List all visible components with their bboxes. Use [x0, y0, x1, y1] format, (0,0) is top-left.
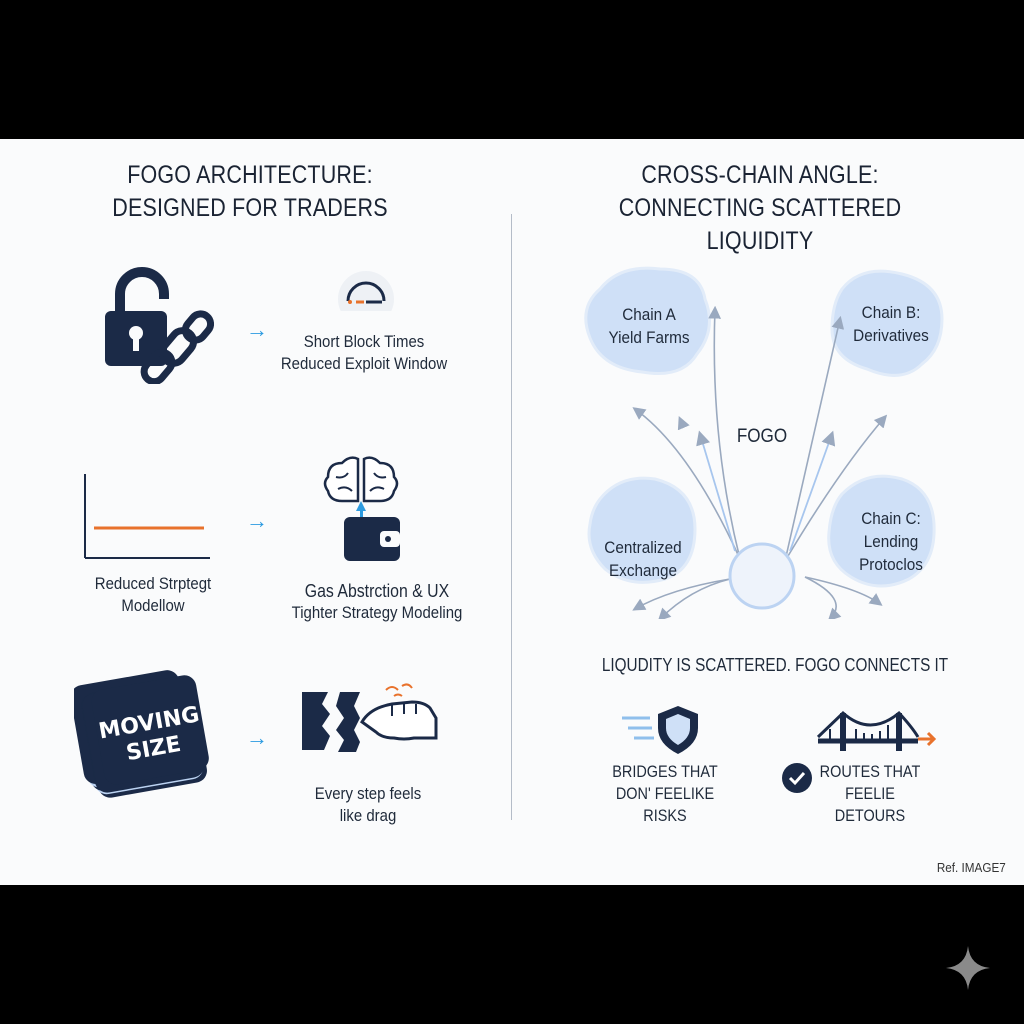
chain-b-label: Chain B: Derivatives: [842, 301, 941, 347]
routes-caption: ROUTES THAT FEELIE DETOURS: [811, 761, 930, 827]
bridge-icon: [816, 710, 937, 751]
speedometer-icon: [338, 271, 394, 311]
every-step-label: Every step feels: [314, 784, 422, 803]
broken-wall-hand-icon: [302, 683, 438, 752]
row3-right-caption: Every step feels like drag: [280, 783, 456, 827]
right-title-line1: CROSS-CHAIN ANGLE:: [641, 161, 879, 189]
row3-arrow: →: [246, 725, 268, 750]
ref-label: Ref. IMAGE7: [937, 860, 1007, 875]
row1-arrow: →: [246, 317, 268, 342]
left-title: FOGO ARCHITECTURE: DESIGNED FOR TRADERS: [87, 159, 414, 225]
chain-b-subtitle: Derivatives: [853, 326, 929, 345]
brain-wallet-icon: [323, 456, 400, 561]
chain-c-title: Chain C:: [861, 509, 921, 528]
feel-detours-label: FEELIE DETOURS: [834, 784, 906, 825]
liquidity-subheading: LIQUDITY IS SCATTERED. FOGO CONNECTS IT: [597, 654, 954, 676]
chain-a-blob: [584, 266, 711, 376]
gas-abstraction-label: Gas Abstrction & UX: [304, 581, 450, 601]
chain-a-subtitle: Yield Farms: [608, 328, 690, 347]
sparkle-icon: [946, 946, 990, 990]
infographic-panel: FOGO ARCHITECTURE: DESIGNED FOR TRADERS …: [0, 139, 1024, 885]
liquidity-subheading-text: LIQUDITY IS SCATTERED. FOGO CONNECTS IT: [601, 655, 949, 675]
tighter-strategy-label: Tighter Strategy Modeling: [291, 603, 463, 622]
bridges-that-label: BRIDGES THAT: [612, 762, 718, 781]
reduced-strategy-label: Reduced Strptegt: [94, 574, 212, 593]
moving-size-cards-icon: MOVING SIZE: [74, 670, 209, 798]
fogo-hub-text: FOGO: [736, 426, 788, 447]
row1-right-caption: Short Block Times Reduced Exploit Window: [276, 331, 452, 375]
unlocked-padlock-chain-icon: [105, 267, 215, 384]
reduced-exploit-window-label: Reduced Exploit Window: [280, 354, 448, 373]
chain-a-label: Chain A Yield Farms: [600, 303, 699, 349]
left-title-line1: FOGO ARCHITECTURE:: [127, 161, 373, 189]
short-block-times-label: Short Block Times: [303, 332, 425, 351]
right-title: CROSS-CHAIN ANGLE: CONNECTING SCATTERED …: [571, 159, 949, 258]
column-divider: [511, 214, 512, 820]
chain-c-blob: [827, 474, 936, 588]
chain-b-title: Chain B:: [861, 303, 921, 322]
fogo-hub-label: FOGO: [726, 425, 798, 448]
flat-line-chart-icon: [84, 474, 210, 559]
checkmark-circle-icon: [782, 763, 812, 793]
routes-that-label: ROUTES THAT: [819, 762, 921, 781]
left-title-line2: DESIGNED FOR TRADERS: [112, 194, 388, 222]
centralized-exchange-blob: [587, 476, 697, 584]
protocols-label: Protoclos: [859, 555, 923, 574]
row2-arrow: →: [246, 508, 268, 533]
chain-c-label: Chain C: Lending Protoclos: [842, 507, 941, 576]
like-drag-label: like drag: [339, 806, 397, 825]
bridges-caption: BRIDGES THAT DON' FEELIKE RISKS: [601, 761, 729, 827]
centralized-title: Centralized: [604, 538, 682, 557]
row2-right-caption: Gas Abstrction & UX Tighter Strategy Mod…: [276, 580, 478, 624]
liquidity-network-diagram: [584, 266, 944, 619]
lending-label: Lending: [863, 532, 919, 551]
right-title-line2: CONNECTING SCATTERED LIQUIDITY: [618, 194, 902, 255]
exchange-subtitle: Exchange: [608, 561, 678, 580]
modellow-label: Modellow: [121, 596, 185, 615]
shield-speed-icon: [622, 706, 698, 754]
fogo-hub-circle: [728, 542, 796, 610]
dont-feel-risks-label: DON' FEELIKE RISKS: [615, 784, 715, 825]
row2-left-caption: Reduced Strptegt Modellow: [69, 573, 236, 617]
chain-a-title: Chain A: [622, 305, 676, 324]
centralized-exchange-label: Centralized Exchange: [594, 536, 693, 582]
